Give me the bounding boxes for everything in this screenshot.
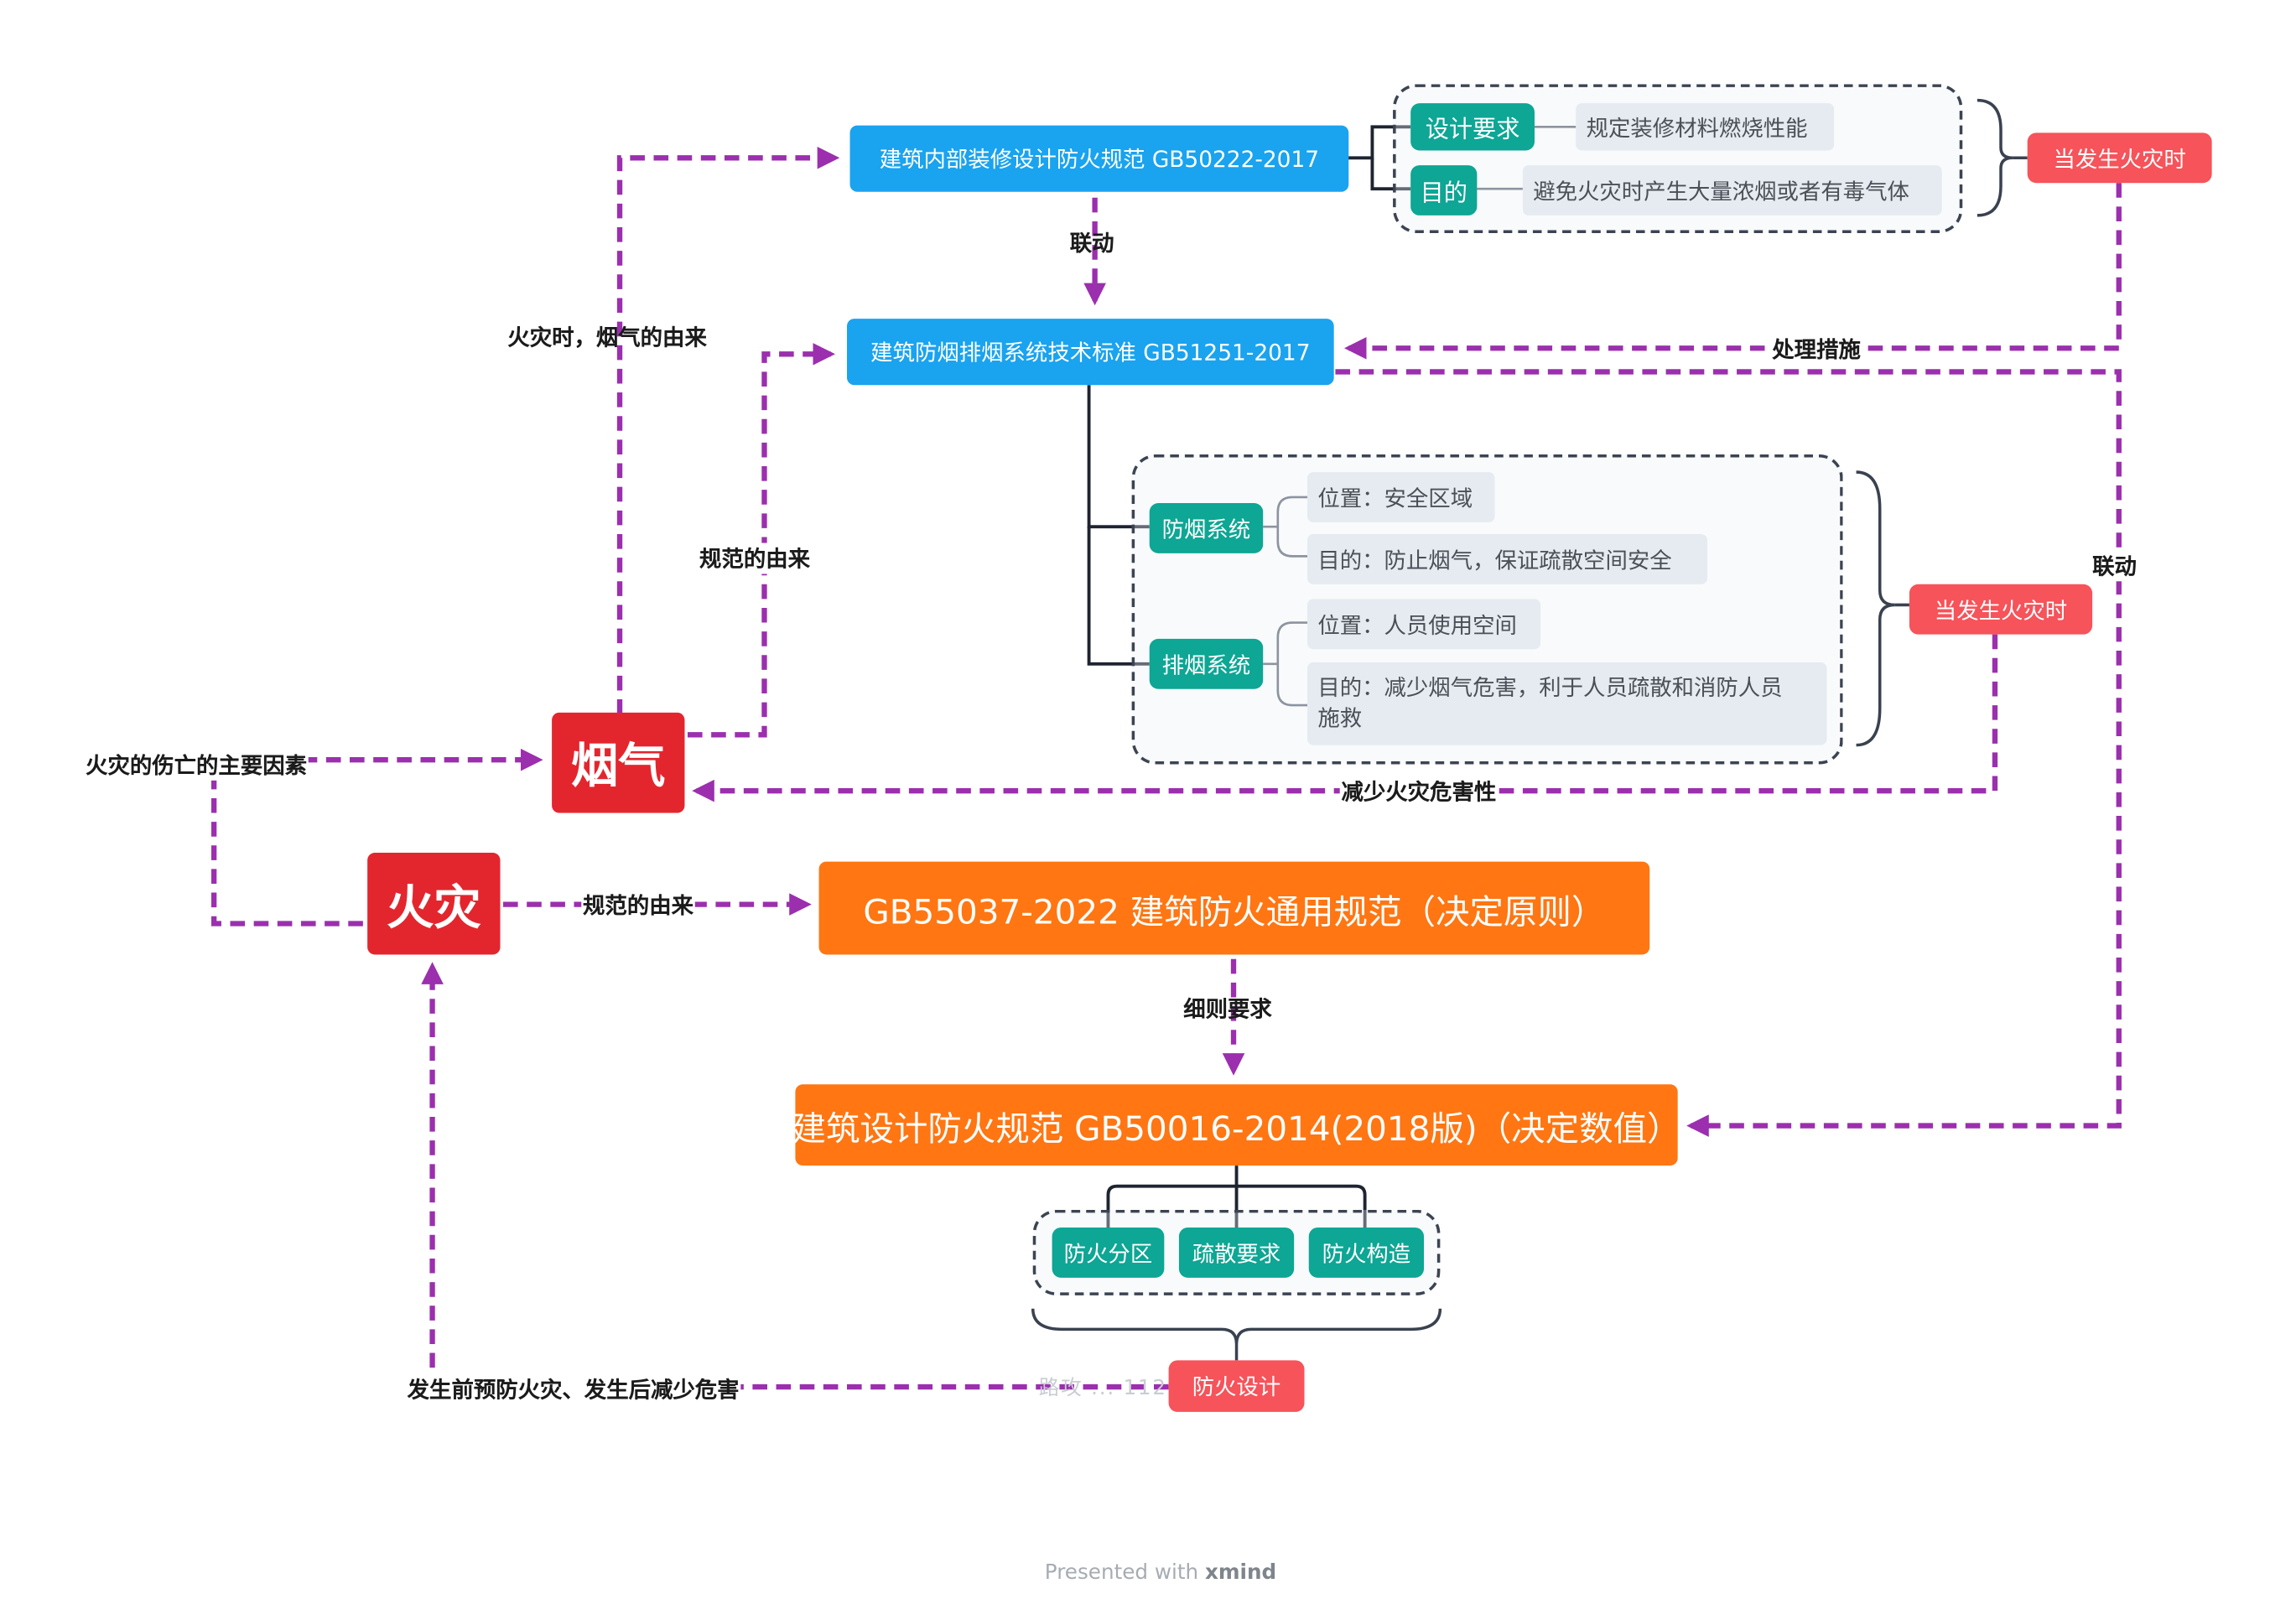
- label-main-factor: 火灾的伤亡的主要因素: [84, 749, 309, 781]
- branch-smoke-exhaust: [1087, 527, 1150, 666]
- footer-credit: Presented with xmind: [1045, 1561, 1276, 1585]
- purpose-detail[interactable]: 避免火灾时产生大量浓烟或者有毒气体: [1522, 165, 1942, 215]
- arrow-prevent: [421, 962, 1169, 1390]
- smoke-exhaust-purpose[interactable]: 目的：减少烟气危害，利于人员疏散和消防人员 施救: [1307, 662, 1827, 745]
- smoke-prevention-node[interactable]: 防烟系统: [1149, 503, 1264, 553]
- label-linkage-top: 联动: [1069, 230, 1114, 257]
- purpose-node[interactable]: 目的: [1410, 165, 1478, 215]
- smoke-exhaust-location[interactable]: 位置：人员使用空间: [1307, 599, 1541, 650]
- leaf-link-4: [1263, 621, 1308, 707]
- leaf-branches: [1263, 126, 1577, 707]
- fire-construction-node[interactable]: 防火构造: [1308, 1227, 1425, 1278]
- smoke-node[interactable]: 烟气: [552, 712, 685, 813]
- branch-interior-design: [1347, 125, 1411, 160]
- footer-brand: xmind: [1204, 1560, 1277, 1585]
- brace-design: [1031, 1308, 1442, 1345]
- label-measures: 处理措施: [1770, 333, 1862, 365]
- arrow-fire-smoke-origin: [616, 146, 840, 714]
- smoke-summary-node[interactable]: 当发生火灾时: [1909, 584, 2093, 635]
- label-detail-req: 细则要求: [1183, 995, 1272, 1023]
- branch-design-items: [1106, 1165, 1367, 1228]
- brace-interior: [1977, 98, 2013, 217]
- design-spec-node[interactable]: 建筑设计防火规范 GB50016-2014(2018版)（决定数值）: [792, 1084, 1681, 1166]
- tree-branches: [1087, 125, 1411, 1228]
- design-requirement-node[interactable]: 设计要求: [1410, 103, 1535, 151]
- arrow-reduce-harm: [692, 634, 1998, 802]
- label-spec-origin-smoke: 规范的由来: [698, 542, 812, 574]
- label-prevent: 发生前预防火灾、发生后减少危害: [405, 1373, 741, 1405]
- smoke-exhaust-purpose-line2: 施救: [1317, 705, 1363, 732]
- branch-interior-purpose: [1370, 158, 1411, 191]
- arrow-measures: [1343, 183, 2122, 360]
- interior-spec-node[interactable]: 建筑内部装修设计防火规范 GB50222-2017: [849, 125, 1349, 192]
- fire-design-summary-node[interactable]: 防火设计: [1168, 1360, 1305, 1412]
- label-spec-origin-fire: 规范的由来: [581, 890, 695, 921]
- interior-summary-node[interactable]: 当发生火灾时: [2027, 132, 2212, 184]
- brace-smoke: [1856, 470, 1895, 747]
- evacuation-requirement-node[interactable]: 疏散要求: [1178, 1227, 1295, 1278]
- label-linkage-right: 联动: [2091, 550, 2138, 582]
- leaf-link-3: [1263, 496, 1308, 558]
- smoke-prevention-location[interactable]: 位置：安全区域: [1307, 472, 1495, 522]
- smoke-exhaust-node[interactable]: 排烟系统: [1149, 638, 1264, 689]
- smoke-prevention-purpose[interactable]: 目的：防止烟气，保证疏散空间安全: [1307, 533, 1707, 584]
- smoke-exhaust-purpose-line1: 目的：减少烟气危害，利于人员疏散和消防人员: [1317, 674, 1783, 701]
- fire-compartment-node[interactable]: 防火分区: [1052, 1227, 1165, 1278]
- arrow-linkage-right: [1335, 369, 2122, 1137]
- label-reduce-harm: 减少火灾危害性: [1339, 776, 1499, 807]
- smoke-spec-node[interactable]: 建筑防烟排烟系统技术标准 GB51251-2017: [847, 319, 1334, 386]
- summary-braces: [1031, 98, 2028, 1361]
- fire-node[interactable]: 火灾: [367, 853, 501, 955]
- design-requirement-detail[interactable]: 规定装修材料燃烧性能: [1576, 103, 1835, 151]
- arrow-main-factor: [210, 748, 543, 927]
- watermark: 路攻 ... 1129: [1038, 1376, 1182, 1400]
- label-fire-smoke-origin: 火灾时，烟气的由来: [507, 324, 707, 351]
- footer-prefix: Presented with: [1044, 1560, 1199, 1585]
- general-spec-node[interactable]: GB55037-2022 建筑防火通用规范（决定原则）: [818, 861, 1650, 955]
